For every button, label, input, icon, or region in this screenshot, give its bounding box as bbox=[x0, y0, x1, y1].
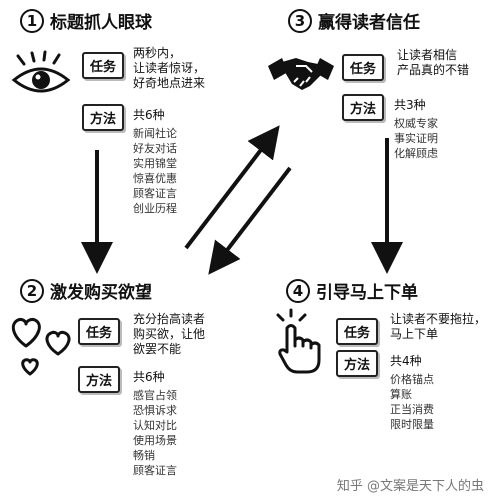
section-3-task-line: 产品真的不错 bbox=[397, 63, 470, 77]
section-3-title: 赢得读者信任 bbox=[318, 13, 420, 33]
section-4-task-text: 让读者不要拖拉， 马上下单 bbox=[390, 312, 486, 342]
section-2-task-tag: 任务 bbox=[78, 318, 121, 345]
method-item: 顾客证言 bbox=[133, 187, 177, 200]
section-2-title: 激发购买欲望 bbox=[50, 283, 152, 303]
section-3-method-list: 权威专家 事实证明 化解顾虑 bbox=[394, 116, 438, 161]
section-4-method-list: 价格锚点 算账 正当消费 限时限量 bbox=[390, 372, 434, 432]
method-item: 创业历程 bbox=[133, 202, 177, 215]
section-1-method-count: 共6种 bbox=[133, 108, 165, 122]
section-4-task-line: 马上下单 bbox=[390, 327, 439, 341]
section-2-task-text: 充分抬高读者 购买欲，让他 欲罢不能 bbox=[133, 312, 205, 357]
watermark: 知乎 @文案是天下人的虫 bbox=[336, 479, 484, 494]
eye-icon bbox=[11, 50, 71, 93]
method-item: 畅销 bbox=[133, 449, 155, 462]
section-2-header: 2 激发购买欲望 bbox=[20, 278, 152, 303]
section-4-method-tag: 方法 bbox=[336, 350, 379, 377]
hearts-icon bbox=[11, 318, 71, 376]
section-1-method-tag: 方法 bbox=[82, 104, 125, 131]
handshake-icon bbox=[268, 58, 334, 90]
section-1-task-line: 让读者惊讶， bbox=[133, 61, 206, 75]
section-1-task-line: 好奇地点进来 bbox=[133, 76, 206, 90]
method-item: 恐惧诉求 bbox=[133, 404, 177, 417]
section-4-title: 引导马上下单 bbox=[316, 283, 418, 303]
section-3-task-line: 让读者相信 bbox=[397, 48, 458, 62]
section-3-header: 3 赢得读者信任 bbox=[288, 8, 420, 33]
section-3-number: 3 bbox=[288, 8, 312, 33]
section-1-number: 1 bbox=[20, 8, 44, 33]
section-1-task-tag: 任务 bbox=[82, 52, 125, 79]
section-4-header: 4 引导马上下单 bbox=[286, 278, 418, 303]
section-2-number: 2 bbox=[20, 278, 44, 303]
method-item: 使用场景 bbox=[133, 434, 177, 447]
section-2-method-count: 共6种 bbox=[133, 370, 165, 384]
section-3-task-tag: 任务 bbox=[342, 54, 385, 81]
method-item: 顾客证言 bbox=[133, 464, 177, 477]
method-item: 价格锚点 bbox=[390, 373, 434, 386]
section-1-title: 标题抓人眼球 bbox=[50, 13, 152, 33]
method-item: 限时限量 bbox=[390, 418, 434, 431]
section-1-task-line: 两秒内， bbox=[133, 46, 182, 60]
section-1-task-text: 两秒内， 让读者惊讶， 好奇地点进来 bbox=[133, 46, 205, 91]
section-1-method-list: 新闻社论 好友对话 实用锦堂 惊喜优惠 顾客证言 创业历程 bbox=[133, 126, 177, 216]
method-item: 算账 bbox=[390, 388, 412, 401]
section-2-task-line: 充分抬高读者 bbox=[133, 312, 206, 326]
section-4-method-count: 共4种 bbox=[390, 354, 422, 368]
arrow-3-to-2 bbox=[208, 166, 292, 275]
method-item: 事实证明 bbox=[394, 132, 438, 145]
method-item: 新闻社论 bbox=[133, 127, 177, 140]
section-4-number: 4 bbox=[286, 278, 310, 303]
method-item: 认知对比 bbox=[133, 419, 177, 432]
section-2-task-line: 购买欲，让他 bbox=[133, 327, 206, 341]
method-item: 权威专家 bbox=[394, 117, 438, 130]
section-3-method-tag: 方法 bbox=[342, 94, 385, 121]
section-2-method-list: 感官占领 恐惧诉求 认知对比 使用场景 畅销 顾客证言 bbox=[133, 388, 177, 478]
section-4-task-tag: 任务 bbox=[336, 318, 379, 345]
section-2-method-tag: 方法 bbox=[78, 366, 121, 393]
section-4-task-line: 让读者不要拖拉， bbox=[390, 312, 487, 326]
section-2-task-line: 欲罢不能 bbox=[133, 342, 182, 356]
method-item: 正当消费 bbox=[390, 403, 434, 416]
method-item: 好友对话 bbox=[133, 142, 177, 155]
method-item: 惊喜优惠 bbox=[133, 172, 177, 185]
arrow-2-to-3 bbox=[184, 125, 280, 250]
section-1-header: 1 标题抓人眼球 bbox=[20, 8, 152, 33]
method-item: 实用锦堂 bbox=[133, 157, 177, 170]
method-item: 感官占领 bbox=[133, 389, 177, 402]
method-item: 化解顾虑 bbox=[394, 147, 438, 160]
section-3-method-count: 共3种 bbox=[394, 98, 426, 112]
pointing-hand-icon bbox=[276, 308, 321, 374]
section-3-task-text: 让读者相信 产品真的不错 bbox=[397, 48, 469, 78]
